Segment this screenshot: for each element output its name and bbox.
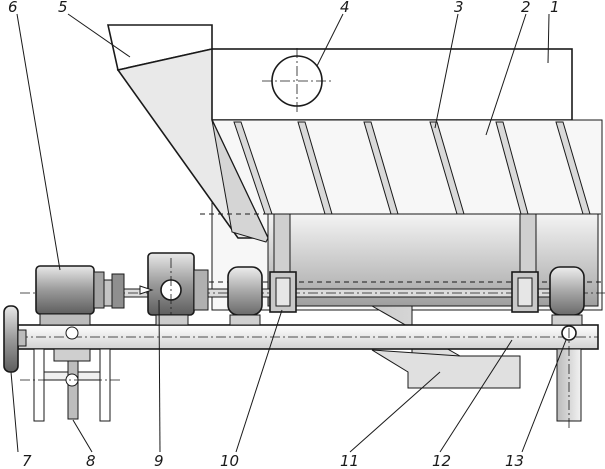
right-support: [556, 310, 582, 430]
helical-blades: [233, 121, 591, 215]
callout-6: 6: [8, 0, 18, 16]
viewing-window: [262, 48, 334, 114]
callout-8: 8: [86, 452, 96, 469]
callout-1: 1: [550, 0, 560, 16]
hopper: [107, 24, 270, 243]
callout-labels: 1 2 3 4 5 6 7 8 9 10 11 12 13: [8, 0, 560, 469]
roller-left: [227, 266, 263, 326]
callout-4: 4: [340, 0, 350, 16]
electric-motor: [35, 265, 125, 326]
callout-5: 5: [58, 0, 68, 16]
callout-11: 11: [340, 452, 359, 469]
callout-3: 3: [454, 0, 464, 16]
left-stand: [20, 348, 120, 422]
callout-2: 2: [521, 0, 531, 16]
callout-9: 9: [154, 452, 164, 469]
drum-flange-left: [269, 271, 297, 313]
handwheel[interactable]: [3, 305, 27, 373]
callout-10: 10: [220, 452, 239, 469]
callout-13: 13: [505, 452, 524, 469]
callout-7: 7: [22, 452, 32, 469]
roller-right: [549, 266, 585, 326]
gearbox: [139, 252, 209, 326]
leader-lines: [10, 13, 567, 453]
frame-beam: [17, 324, 599, 350]
drum-flange-right: [511, 271, 539, 313]
callout-12: 12: [432, 452, 451, 469]
